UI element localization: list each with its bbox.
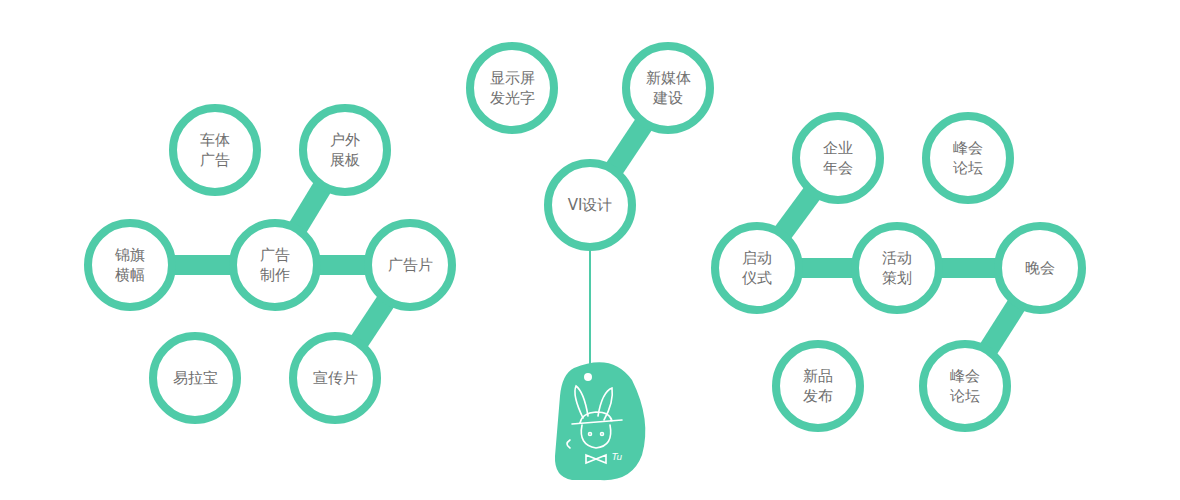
node-label: 峰会 论坛 bbox=[950, 366, 980, 407]
circle-node: 宣传片 bbox=[289, 332, 381, 424]
blob-connector bbox=[357, 298, 388, 344]
hanging-string bbox=[589, 250, 591, 368]
circle-node: 车体 广告 bbox=[169, 104, 261, 196]
circle-node: 易拉宝 bbox=[149, 332, 241, 424]
rabbit-drawing bbox=[567, 386, 622, 463]
circle-node: 显示屏 发光字 bbox=[466, 42, 558, 134]
circle-node: 企业 年会 bbox=[792, 112, 884, 204]
circle-node: 晚会 bbox=[994, 222, 1086, 314]
node-label: 活动 策划 bbox=[882, 248, 912, 289]
blob-connector bbox=[937, 258, 1000, 278]
node-label: 新品 发布 bbox=[803, 366, 833, 407]
circle-node: 峰会 论坛 bbox=[922, 112, 1014, 204]
circle-node: 新品 发布 bbox=[772, 340, 864, 432]
blob-connector bbox=[612, 121, 646, 171]
circle-node: 广告片 bbox=[364, 219, 456, 311]
circle-node: 广告 制作 bbox=[229, 219, 321, 311]
circle-node: 启动 仪式 bbox=[711, 222, 803, 314]
blob-connector bbox=[781, 190, 815, 236]
node-label: 易拉宝 bbox=[173, 368, 218, 388]
node-label: 锦旗 横幅 bbox=[115, 245, 145, 286]
circle-node: 活动 策划 bbox=[851, 222, 943, 314]
logo-text: Tu bbox=[612, 452, 622, 462]
node-label: 户外 展板 bbox=[330, 130, 360, 171]
node-label: 新媒体 建设 bbox=[646, 68, 691, 109]
blob-connector bbox=[315, 255, 370, 275]
blob-connector bbox=[170, 255, 235, 275]
node-label: 企业 年会 bbox=[823, 138, 853, 179]
node-label: 晚会 bbox=[1025, 258, 1055, 278]
circle-node: VI设计 bbox=[544, 159, 636, 251]
node-label: 广告 制作 bbox=[260, 245, 290, 286]
node-label: 显示屏 发光字 bbox=[490, 68, 535, 109]
circle-node: 新媒体 建设 bbox=[622, 42, 714, 134]
node-label: 宣传片 bbox=[313, 368, 358, 388]
blob-connector bbox=[986, 302, 1018, 352]
hang-tag bbox=[555, 362, 645, 480]
blob-connector bbox=[797, 258, 857, 278]
circle-node: 锦旗 横幅 bbox=[84, 219, 176, 311]
tag-hole bbox=[584, 373, 592, 381]
circle-node: 户外 展板 bbox=[299, 104, 391, 196]
blob-connector bbox=[296, 184, 324, 231]
node-label: 车体 广告 bbox=[200, 130, 230, 171]
node-label: VI设计 bbox=[568, 195, 613, 215]
node-label: 峰会 论坛 bbox=[953, 138, 983, 179]
circle-node: 峰会 论坛 bbox=[919, 340, 1011, 432]
node-label: 启动 仪式 bbox=[742, 248, 772, 289]
node-label: 广告片 bbox=[388, 255, 433, 275]
